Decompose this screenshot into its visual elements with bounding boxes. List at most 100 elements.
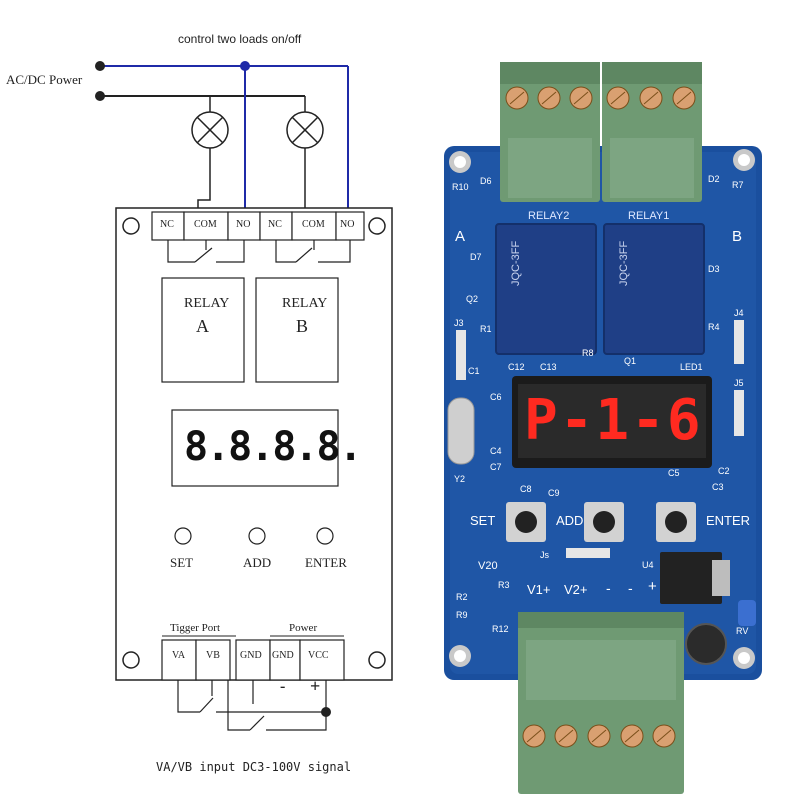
- part-c9: C9: [548, 488, 560, 498]
- part-r7: R7: [732, 180, 744, 190]
- enter-button-circle: [316, 527, 334, 545]
- terminal-top-com-a: COM: [194, 219, 217, 230]
- part-c4: C4: [490, 446, 502, 456]
- add-button-circle: [248, 527, 266, 545]
- board-input-v2: V2+: [564, 582, 588, 597]
- set-button-circle: [174, 527, 192, 545]
- part-c1: C1: [468, 366, 480, 376]
- part-c5: C5: [668, 468, 680, 478]
- relay2-body: [495, 223, 597, 355]
- part-j4: J4: [734, 308, 744, 318]
- part-c3: C3: [712, 482, 724, 492]
- electrolytic-capacitor: [685, 623, 727, 665]
- part-q1: Q1: [624, 356, 637, 366]
- part-d7: D7: [470, 252, 482, 262]
- part-r9: R9: [456, 610, 468, 620]
- power-label: AC/DC Power: [6, 72, 83, 87]
- crystal-y2: [447, 397, 475, 465]
- board-input-plus: +: [648, 578, 657, 595]
- part-r2: R2: [456, 592, 468, 602]
- part-r1: R1: [480, 324, 492, 334]
- pcb-mount-holes: [449, 149, 755, 669]
- polarity-minus: -: [280, 678, 286, 695]
- part-j3: J3: [454, 318, 464, 328]
- led-display-readout: P-1-6: [524, 388, 703, 453]
- terminal-bottom-vcc: VCC: [308, 650, 329, 661]
- relay-a-label-line1: RELAY: [184, 296, 230, 311]
- enter-button-label: ENTER: [305, 555, 347, 570]
- top-terminal-block: [151, 211, 365, 241]
- part-d6: D6: [480, 176, 492, 186]
- part-c8: C8: [520, 484, 532, 494]
- part-q2: Q2: [466, 294, 479, 304]
- mount-hole-tl: [122, 217, 140, 235]
- ground-junction-dot: [321, 707, 331, 717]
- part-js: Js: [540, 550, 549, 560]
- top-screws: [505, 86, 696, 110]
- lamp1-x2: [196, 116, 224, 144]
- terminal-bottom-va: VA: [172, 650, 186, 661]
- terminal-top-no-a: NO: [236, 219, 251, 230]
- relay1-label: RELAY1: [628, 210, 670, 222]
- relay-b-box: [255, 277, 339, 383]
- board-enter-label: ENTER: [706, 513, 751, 528]
- part-j5: J5: [734, 378, 744, 388]
- relay-b-label-line2: B: [296, 316, 309, 336]
- board-input-v1: V1+: [527, 582, 551, 597]
- led-display-window: [518, 384, 706, 458]
- bottom-screws: [522, 724, 676, 748]
- display-box: [171, 409, 339, 487]
- regulator-tab: [712, 560, 730, 596]
- set-button-label: SET: [170, 555, 194, 570]
- power-node-top: [95, 61, 105, 71]
- terminal-top-nc-b: NC: [268, 219, 282, 230]
- bottom-screw-terminals: [518, 612, 684, 794]
- part-c12: C12: [508, 362, 525, 372]
- relay-b-label-line1: RELAY: [282, 296, 328, 311]
- part-r4: R4: [708, 322, 720, 332]
- lamp2-x2: [291, 116, 319, 144]
- part-r8: R8: [582, 348, 594, 358]
- polarity-plus: +: [310, 676, 321, 696]
- board-input-minus1: -: [606, 580, 611, 596]
- board-set-label: SET: [470, 513, 496, 528]
- part-c6: C6: [490, 392, 502, 402]
- terminal-top-nc-a: NC: [160, 219, 174, 230]
- board-version: V20: [478, 560, 498, 572]
- part-r3: R3: [498, 580, 510, 590]
- add-button-label: ADD: [243, 555, 272, 570]
- footer-note: VA/VB input DC3-100V signal: [156, 760, 352, 774]
- part-y2: Y2: [454, 474, 466, 484]
- part-r12: R12: [492, 624, 509, 634]
- part-c13: C13: [540, 362, 557, 372]
- diagram-title: control two loads on/off: [178, 32, 302, 46]
- terminal-top-com-b: COM: [302, 219, 325, 230]
- relay1-body: [603, 223, 705, 355]
- relay-a-label-line2: A: [196, 316, 209, 336]
- terminal-bottom-gnd2: GND: [272, 650, 294, 661]
- relay2-label: RELAY2: [528, 210, 570, 222]
- power-node-bottom: [95, 91, 105, 101]
- part-c2: C2: [718, 466, 730, 476]
- board-add-label: ADD: [556, 513, 584, 528]
- part-c7: C7: [490, 462, 502, 472]
- terminal-bottom-gnd1: GND: [240, 650, 262, 661]
- regulator-u4: [660, 552, 722, 604]
- mount-hole-br: [368, 651, 386, 669]
- trigger-port-label: Tigger Port: [170, 622, 221, 634]
- relay2-marking: JQC-3FF: [510, 240, 522, 286]
- blue-capacitor: [738, 600, 756, 626]
- board-side-label-b: B: [732, 228, 743, 245]
- terminal-bottom-vb: VB: [206, 650, 220, 661]
- bottom-terminal-block: [161, 639, 345, 681]
- part-led1: LED1: [680, 362, 703, 372]
- relay-switch-symbols: [167, 240, 351, 263]
- relay-a-box: [161, 277, 245, 383]
- part-d2: D2: [708, 174, 720, 184]
- display-digits: 8.8.8.8.: [184, 424, 363, 470]
- terminal-top-no-b: NO: [340, 219, 355, 230]
- mount-hole-tr: [368, 217, 386, 235]
- board-side-label-a: A: [455, 228, 466, 245]
